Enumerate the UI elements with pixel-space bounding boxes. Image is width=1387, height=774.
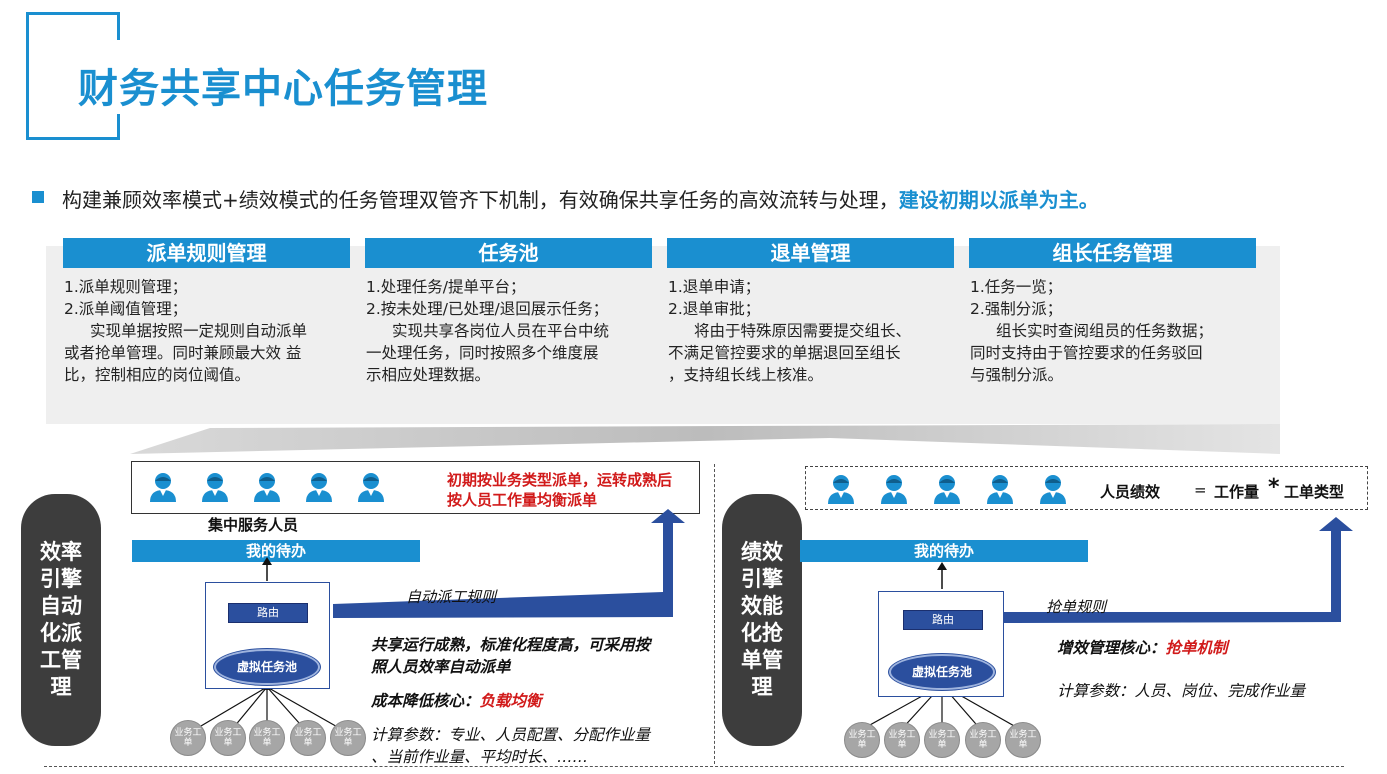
my-todo-bar: 我的待办 bbox=[132, 540, 420, 562]
performance-engine-pill: 绩效引擎效能化抢单管理 bbox=[722, 494, 802, 746]
person-icon bbox=[1040, 475, 1066, 504]
ticket-circle: 业务工单 bbox=[884, 722, 920, 758]
staff-box: 初期按业务类型派单，运转成熟后 按人员工作量均衡派单 bbox=[131, 461, 700, 514]
ticket-circle: 业务工单 bbox=[924, 722, 960, 758]
my-todo-bar: 我的待办 bbox=[800, 540, 1088, 562]
module-desc: 同时支持由于管控要求的任务驳回 bbox=[970, 344, 1203, 362]
route-block: 路由 bbox=[228, 603, 308, 623]
left-core-value: 负载均衡 bbox=[479, 692, 542, 710]
ticket-circle: 业务工单 bbox=[844, 722, 880, 758]
right-core: 增效管理核心：抢单机制 bbox=[1057, 637, 1228, 659]
left-desc-line: 照人员效率自动派单 bbox=[371, 658, 511, 676]
square-bullet-icon bbox=[32, 191, 44, 203]
ticket-circle: 业务工单 bbox=[965, 722, 1001, 758]
module-title-pool: 任务池 bbox=[365, 238, 652, 268]
person-icon bbox=[934, 475, 960, 504]
right-core-label: 增效管理核心： bbox=[1057, 639, 1166, 657]
equals-sign: = bbox=[1194, 481, 1207, 499]
module-desc: 一处理任务，同时按照多个维度展 bbox=[366, 344, 599, 362]
module-desc: 不满足管控要求的单据退回至组长 bbox=[668, 344, 901, 362]
module-line: 1.派单规则管理； bbox=[64, 278, 188, 296]
left-params-line: 、当前作业量、平均时长、…… bbox=[371, 748, 589, 766]
module-desc: 实现共享各岗位人员在平台中统 bbox=[392, 322, 610, 340]
ticket-circle: 业务工单 bbox=[170, 720, 206, 756]
dispatch-note: 初期按业务类型派单，运转成熟后 按人员工作量均衡派单 bbox=[447, 470, 672, 510]
module-title-leader: 组长任务管理 bbox=[969, 238, 1256, 268]
routing-box: 路由 虚拟任务池 bbox=[878, 591, 1004, 697]
title-frame-gap bbox=[60, 40, 140, 114]
bottom-divider bbox=[44, 766, 1344, 767]
left-core-label: 成本降低核心： bbox=[371, 692, 480, 710]
module-desc: 比，控制相应的岗位阈值。 bbox=[64, 366, 251, 384]
left-desc-line: 共享运行成熟，标准化程度高，可采用按 bbox=[371, 636, 651, 654]
module-body-leader: 1.任务一览； 2.强制分派； 组长实时查阅组员的任务数据； 同时支持由于管控要… bbox=[970, 276, 1260, 386]
module-line: 1.任务一览； bbox=[970, 278, 1063, 296]
left-desc: 共享运行成熟，标准化程度高，可采用按 照人员效率自动派单 bbox=[371, 634, 650, 678]
module-desc: 示相应处理数据。 bbox=[366, 366, 491, 384]
module-line: 2.按未处理/已处理/退回展示任务； bbox=[366, 300, 609, 318]
route-block: 路由 bbox=[903, 610, 983, 630]
module-title-return: 退单管理 bbox=[667, 238, 954, 268]
pill-label: 绩效引擎效能化抢单管理 bbox=[741, 540, 783, 699]
left-params-line: 计算参数：专业、人员配置、分配作业量 bbox=[371, 726, 651, 744]
workload-label: 工作量 bbox=[1214, 483, 1260, 501]
left-params: 计算参数：专业、人员配置、分配作业量 、当前作业量、平均时长、…… bbox=[371, 724, 650, 768]
module-desc: 或者抢单管理。同时兼顾最大效 益 bbox=[64, 344, 302, 362]
module-desc: 组长实时查阅组员的任务数据； bbox=[996, 322, 1214, 340]
module-desc: ，支持组长线上核准。 bbox=[668, 366, 824, 384]
module-body-pool: 1.处理任务/提单平台； 2.按未处理/已处理/退回展示任务； 实现共享各岗位人… bbox=[366, 276, 656, 386]
right-core-value: 抢单机制 bbox=[1165, 639, 1228, 657]
performance-label: 人员绩效 bbox=[1100, 483, 1161, 501]
dispatch-note-line: 初期按业务类型派单，运转成熟后 bbox=[447, 471, 673, 489]
dispatch-note-line: 按人员工作量均衡派单 bbox=[447, 491, 598, 509]
person-icon bbox=[254, 473, 280, 502]
person-icon bbox=[306, 473, 332, 502]
ticket-type-label: 工单类型 bbox=[1284, 483, 1345, 501]
staff-label: 集中服务人员 bbox=[208, 516, 299, 534]
person-icon bbox=[881, 475, 907, 504]
person-icon bbox=[202, 473, 228, 502]
module-line: 2.强制分派； bbox=[970, 300, 1063, 318]
intro-text: 构建兼顾效率模式+绩效模式的任务管理双管齐下机制，有效确保共享任务的高效流转与处… bbox=[62, 184, 1099, 213]
modules-panel bbox=[46, 246, 1280, 424]
person-icon bbox=[358, 473, 384, 502]
times-sign: * bbox=[1268, 475, 1280, 500]
ticket-circle: 业务工单 bbox=[210, 720, 246, 756]
grab-rule-label: 抢单规则 bbox=[1046, 598, 1107, 616]
page-title: 财务共享中心任务管理 bbox=[78, 66, 488, 112]
routing-box: 路由 虚拟任务池 bbox=[205, 582, 330, 689]
module-desc: 与强制分派。 bbox=[970, 366, 1064, 384]
module-line: 2.退单审批； bbox=[668, 300, 761, 318]
ticket-circle: 业务工单 bbox=[290, 720, 326, 756]
efficiency-engine-pill: 效率引擎自动化派工管理 bbox=[21, 494, 101, 746]
person-icon bbox=[987, 475, 1013, 504]
ticket-circle: 业务工单 bbox=[1005, 722, 1041, 758]
left-core: 成本降低核心：负载均衡 bbox=[371, 690, 542, 712]
module-line: 1.处理任务/提单平台； bbox=[366, 278, 526, 296]
performance-box: 人员绩效 = 工作量 * 工单类型 bbox=[805, 466, 1368, 510]
funnel-shape bbox=[130, 424, 1280, 454]
vertical-divider bbox=[714, 464, 715, 764]
person-icon bbox=[150, 473, 176, 502]
module-body-return: 1.退单申请； 2.退单审批； 将由于特殊原因需要提交组长、 不满足管控要求的单… bbox=[668, 276, 958, 386]
person-icon bbox=[828, 475, 854, 504]
auto-dispatch-rule-label: 自动派工规则 bbox=[406, 588, 497, 606]
module-desc: 将由于特殊原因需要提交组长、 bbox=[694, 322, 912, 340]
intro-main: 构建兼顾效率模式+绩效模式的任务管理双管齐下机制，有效确保共享任务的高效流转与处… bbox=[62, 188, 899, 212]
module-desc: 实现单据按照一定规则自动派单 bbox=[90, 322, 308, 340]
module-title-dispatch: 派单规则管理 bbox=[63, 238, 350, 268]
intro-highlight: 建设初期以派单为主。 bbox=[898, 188, 1099, 212]
pill-label: 效率引擎自动化派工管理 bbox=[40, 540, 82, 699]
virtual-task-pool: 虚拟任务池 bbox=[214, 649, 320, 685]
ticket-circle: 业务工单 bbox=[330, 720, 366, 756]
right-params: 计算参数：人员、岗位、完成作业量 bbox=[1057, 682, 1306, 700]
module-line: 1.退单申请； bbox=[668, 278, 761, 296]
ticket-circle: 业务工单 bbox=[249, 720, 285, 756]
virtual-task-pool: 虚拟任务池 bbox=[889, 654, 995, 690]
module-line: 2.派单阈值管理； bbox=[64, 300, 188, 318]
module-body-dispatch: 1.派单规则管理； 2.派单阈值管理； 实现单据按照一定规则自动派单 或者抢单管… bbox=[64, 276, 354, 386]
